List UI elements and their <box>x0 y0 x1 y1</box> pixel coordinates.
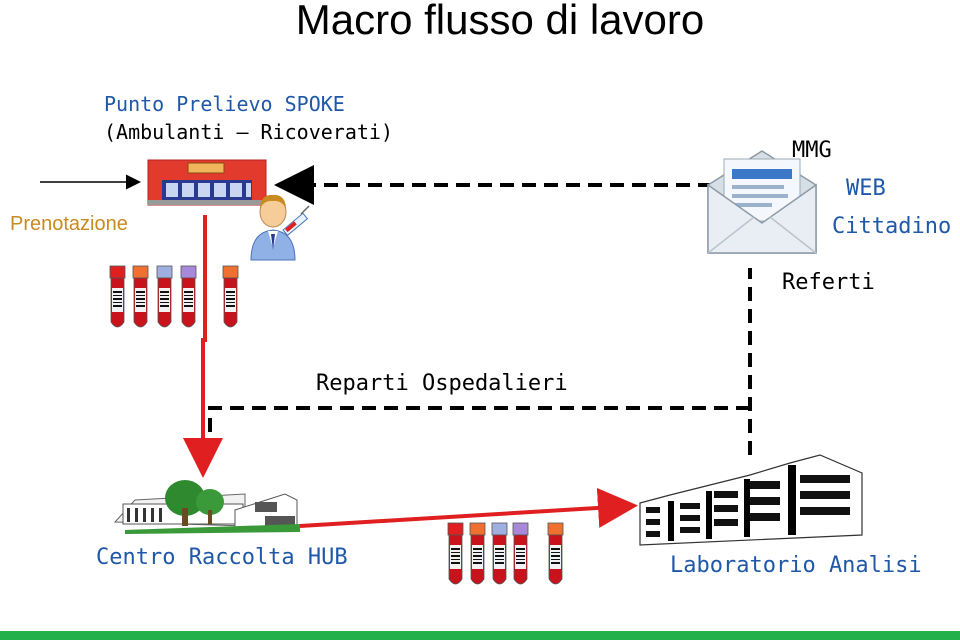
prenotazione-label: Prenotazione <box>10 213 128 235</box>
spoke-line-1: Punto Prelievo SPOKE <box>104 92 345 116</box>
blood-tube-icon <box>491 522 508 585</box>
reparti-dashed-line <box>208 406 750 460</box>
doctor-syringe-icon <box>250 194 310 261</box>
page-title: Macro flusso di lavoro <box>295 0 705 43</box>
clinic-building-icon <box>147 159 267 206</box>
blood-tube-icon <box>447 522 464 585</box>
blood-tube-icon <box>547 522 564 585</box>
hub-building-icon <box>113 480 300 534</box>
reparti-label: Reparti Ospedalieri <box>316 371 568 396</box>
web-label: WEB <box>846 176 886 201</box>
envelope-icon <box>707 150 817 254</box>
cittadino-label: Cittadino <box>832 214 952 239</box>
blood-tubes-icon <box>109 265 239 328</box>
blood-tube-icon <box>156 265 173 328</box>
blood-tube-icon <box>132 265 149 328</box>
blood-tube-icon <box>180 265 197 328</box>
spoke-line-2: (Ambulanti – Ricoverati) <box>104 120 393 144</box>
blood-tube-icon <box>469 522 486 585</box>
hub-to-lab-flow <box>299 487 638 528</box>
spoke-to-hub-flow <box>183 215 223 478</box>
blood-tubes-icon <box>447 522 564 585</box>
bottom-green-bar <box>0 631 960 640</box>
laboratory-building-icon <box>639 454 863 546</box>
blood-tube-icon <box>512 522 529 585</box>
referti-label: Referti <box>782 270 875 295</box>
spoke-label: Punto Prelievo SPOKE (Ambulanti – Ricove… <box>104 90 393 146</box>
hub-label: Centro Raccolta HUB <box>96 545 348 570</box>
blood-tube-icon <box>222 265 239 328</box>
blood-tube-icon <box>109 265 126 328</box>
laboratorio-label: Laboratorio Analisi <box>670 553 922 578</box>
